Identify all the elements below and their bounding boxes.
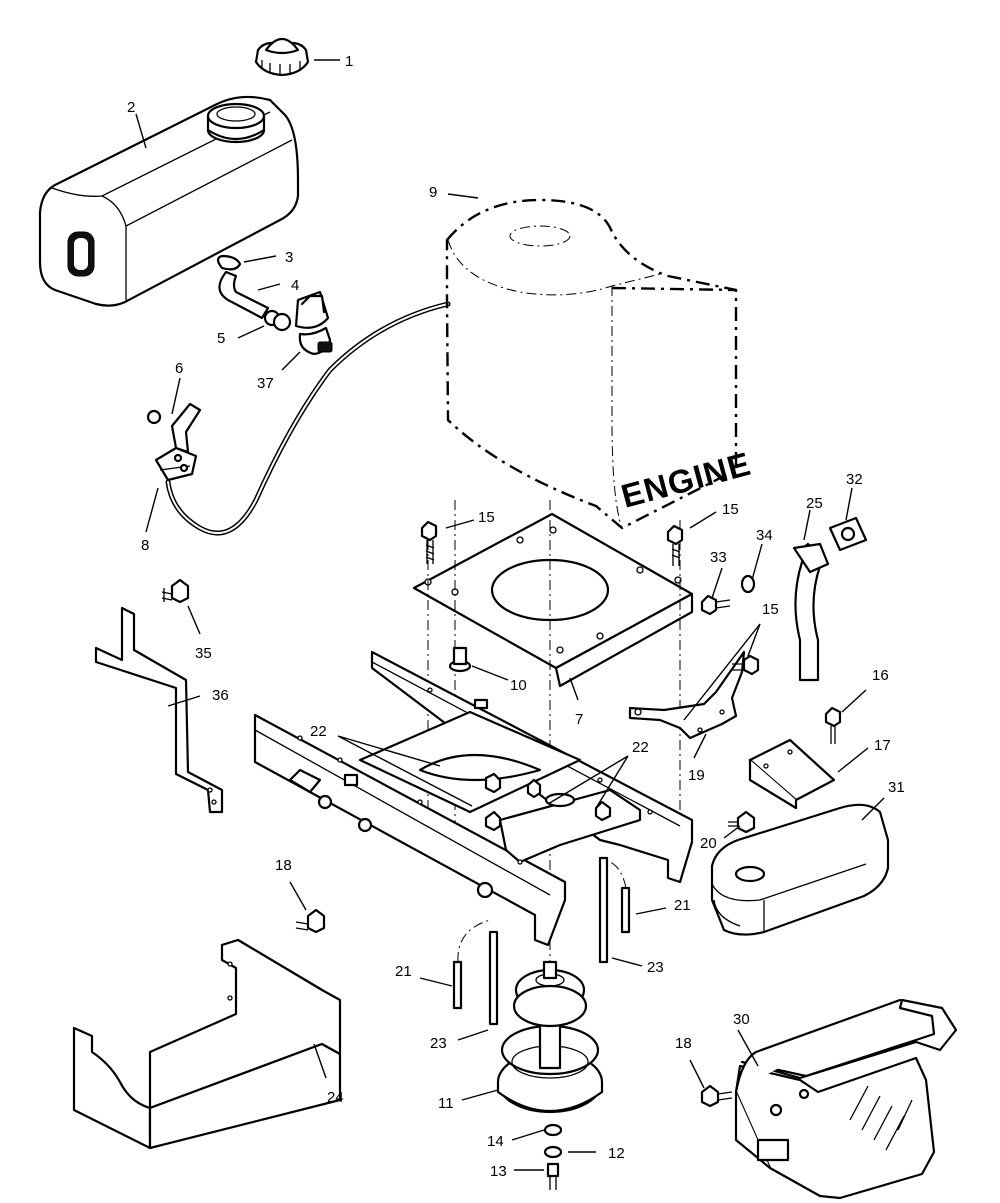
fuel-cap [254, 37, 310, 77]
chassis-frame [253, 650, 694, 947]
washer-34 [740, 574, 756, 594]
callout-23-right: 23 [647, 959, 664, 976]
callout-32: 32 [846, 471, 863, 488]
callout-35: 35 [195, 645, 212, 662]
callout-1: 1 [345, 53, 353, 70]
bolt-15-left [420, 520, 438, 564]
exhaust-pipe-25 [792, 542, 830, 682]
callout-4: 4 [291, 277, 299, 294]
callout-20: 20 [700, 835, 717, 852]
bolt-18-left [295, 908, 326, 934]
callout-8: 8 [141, 537, 149, 554]
callout-22-right: 22 [632, 739, 649, 756]
bracket-17 [748, 738, 836, 810]
callout-12: 12 [608, 1145, 625, 1162]
bolt-18-right [700, 1084, 733, 1108]
callout-24: 24 [327, 1089, 344, 1106]
bolt-20 [728, 810, 756, 834]
callout-15-right: 15 [722, 501, 739, 518]
shield-24 [72, 938, 342, 1150]
callout-21-right: 21 [674, 897, 691, 914]
callout-31: 31 [888, 779, 905, 796]
bracket-36 [94, 606, 224, 814]
callout-9: 9 [429, 184, 437, 201]
callout-36: 36 [212, 687, 229, 704]
callout-13: 13 [490, 1163, 507, 1180]
washer-14 [543, 1123, 563, 1137]
heat-shield-30 [734, 998, 958, 1200]
callout-34: 34 [756, 527, 773, 544]
pulley-11 [496, 960, 604, 1114]
callout-23-left: 23 [430, 1035, 447, 1052]
washer-12 [543, 1145, 563, 1159]
callout-16: 16 [872, 667, 889, 684]
gasket-32 [828, 516, 868, 552]
callout-5: 5 [217, 330, 225, 347]
leader-lines [135, 59, 885, 1171]
callout-25: 25 [806, 495, 823, 512]
muffler-31 [710, 803, 890, 936]
callout-21-left: 21 [395, 963, 412, 980]
bolt-16 [824, 706, 842, 744]
callout-15-left: 15 [478, 509, 495, 526]
fuel-tank [38, 95, 300, 307]
callout-2: 2 [127, 99, 135, 116]
callout-19: 19 [688, 767, 705, 784]
callout-33: 33 [710, 549, 727, 566]
callout-30: 30 [733, 1011, 750, 1028]
bracket-19 [628, 650, 760, 740]
callout-10: 10 [510, 677, 527, 694]
bolt-13 [546, 1162, 560, 1190]
callout-11: 11 [438, 1095, 454, 1112]
bolt-15-right [666, 524, 684, 566]
callout-3: 3 [285, 249, 293, 266]
callout-17: 17 [874, 737, 891, 754]
bolt-33 [700, 594, 731, 616]
callout-37: 37 [257, 375, 274, 392]
callout-14: 14 [487, 1133, 504, 1150]
callout-22-left: 22 [310, 723, 327, 740]
callout-15-bracket: 15 [762, 601, 779, 618]
bolt-10 [448, 646, 472, 673]
fuel-line-assembly [216, 254, 333, 356]
engine: ENGINE [445, 198, 755, 530]
callout-18-left: 18 [275, 857, 292, 874]
callout-6: 6 [175, 360, 183, 377]
throttle-control [146, 402, 202, 482]
throttle-cable [165, 301, 451, 536]
callout-7: 7 [575, 711, 583, 728]
callouts: 1 2 3 4 5 37 6 8 9 15 15 15 25 32 33 34 … [127, 53, 905, 1180]
studs [452, 856, 631, 1026]
callout-18-right: 18 [675, 1035, 692, 1052]
bolt-35 [161, 578, 190, 604]
